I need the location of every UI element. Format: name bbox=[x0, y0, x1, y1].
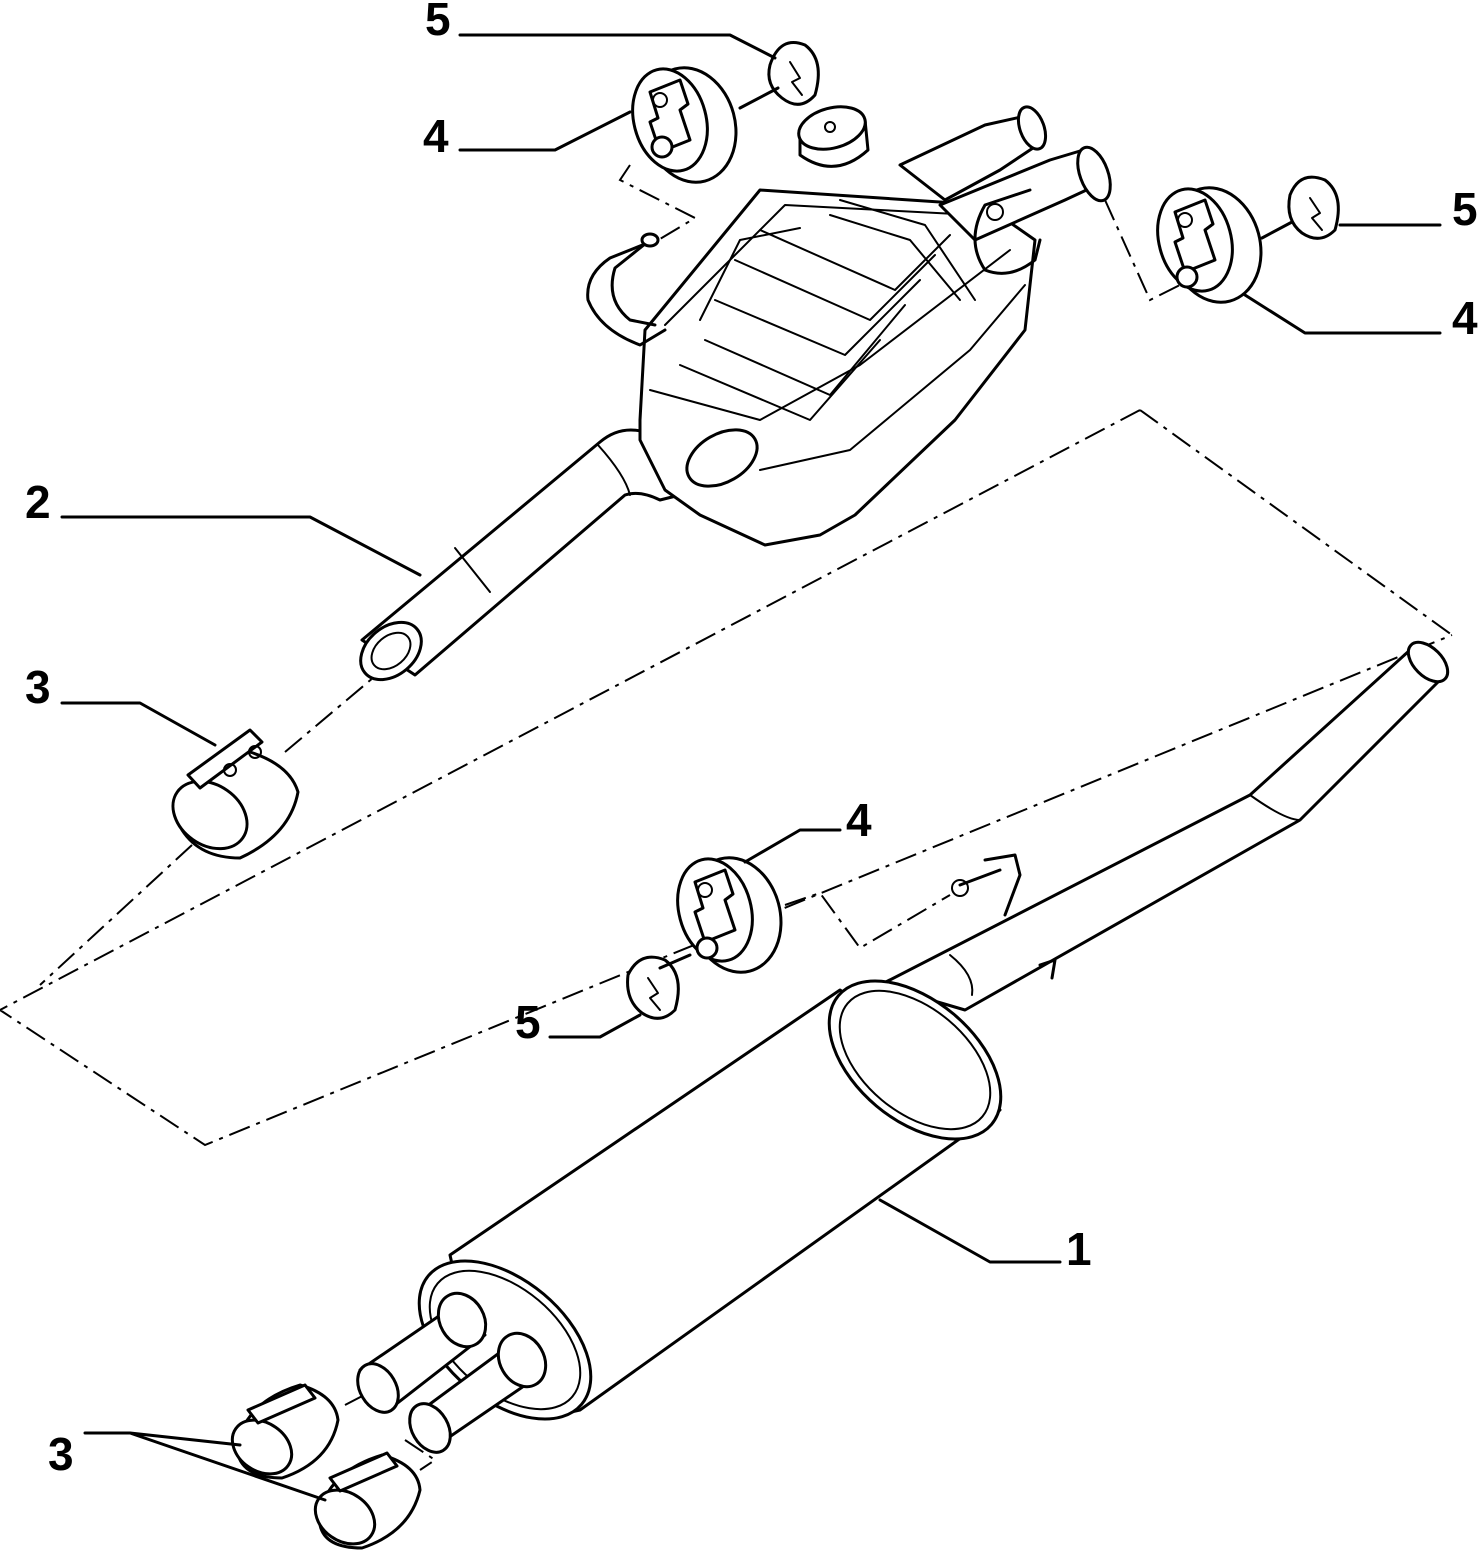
rubber-mount-tab-middle bbox=[626, 955, 680, 1020]
connector-line-hanger-top-left bbox=[618, 164, 698, 246]
rubber-mount-tab-top-left bbox=[767, 41, 820, 106]
leader-3-lower bbox=[83, 1431, 327, 1502]
leader-5-middle bbox=[548, 1013, 642, 1039]
callout-5-top-right: 5 bbox=[1452, 183, 1478, 235]
rubber-hanger-top-right bbox=[1156, 186, 1263, 304]
callout-1: 1 bbox=[1066, 1223, 1092, 1275]
callout-4-top-right: 4 bbox=[1452, 292, 1478, 344]
leader-5-top-right-b bbox=[1260, 220, 1294, 240]
connector-line-hanger-middle bbox=[784, 891, 951, 950]
leader-1 bbox=[878, 1198, 1062, 1264]
leader-5-middle-b bbox=[658, 953, 692, 970]
leader-4-top-right bbox=[1243, 293, 1442, 335]
assembly-boundary-outline bbox=[0, 409, 1453, 1147]
callout-5-top-left: 5 bbox=[425, 0, 451, 45]
pipe-clamp-lower-a bbox=[230, 1383, 340, 1480]
connector-line-clamps-lower bbox=[344, 1391, 437, 1471]
connector-line-clamp-to-pipe bbox=[284, 671, 381, 753]
leader-4-middle bbox=[743, 828, 842, 864]
leader-5-top-left bbox=[458, 33, 777, 60]
leader-2 bbox=[60, 515, 422, 577]
callout-4-middle: 4 bbox=[846, 794, 872, 846]
pipe-clamp-lower-b bbox=[313, 1451, 422, 1550]
leader-3-upper bbox=[60, 701, 217, 747]
callout-2: 2 bbox=[25, 476, 51, 528]
rubber-hanger-middle bbox=[676, 856, 783, 974]
leader-4-top-left bbox=[458, 110, 632, 152]
callout-4-top-left: 4 bbox=[423, 110, 449, 162]
callout-3-lower: 3 bbox=[48, 1428, 74, 1480]
connector-line-clamp-to-boundary bbox=[39, 844, 193, 986]
callout-5-middle: 5 bbox=[515, 996, 541, 1048]
connector-line-hanger-top-right bbox=[1104, 199, 1181, 302]
leader-5-top-left-b bbox=[738, 86, 780, 110]
rubber-hanger-top-left bbox=[631, 66, 738, 184]
front-pipe-silencer-part-1 bbox=[356, 640, 1450, 1454]
rubber-mount-tab-top-right bbox=[1287, 175, 1340, 240]
pipe-clamp-upper bbox=[171, 728, 300, 860]
rear-silencer-part-2 bbox=[359, 105, 1112, 682]
callout-3-upper: 3 bbox=[25, 661, 51, 713]
